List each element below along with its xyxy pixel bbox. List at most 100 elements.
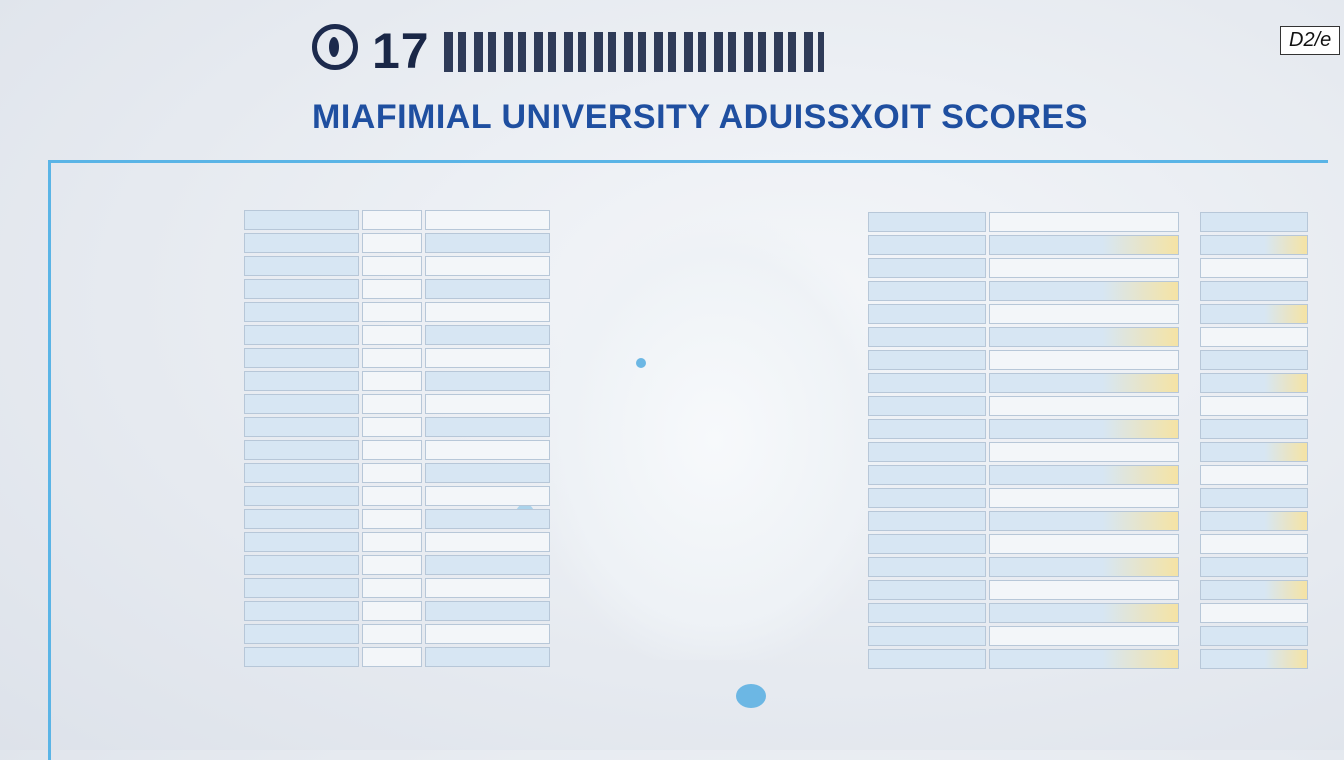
table-cell: [244, 256, 359, 276]
table-cell: [989, 304, 1179, 324]
map-background: [540, 220, 890, 660]
table-cell: [244, 348, 359, 368]
table-cell: [1200, 465, 1308, 485]
table-cell: [362, 279, 422, 299]
title-glyphs: [443, 32, 824, 72]
table-cell: [425, 210, 550, 230]
table-cell: [425, 233, 550, 253]
table-cell: [989, 488, 1179, 508]
table-cell: [244, 302, 359, 322]
score-table-right: [868, 212, 1180, 669]
table-cell: [868, 327, 986, 347]
table-cell: [1200, 258, 1308, 278]
page-subtitle: MIAFIMIAL UNIVERSITY ADUISSXOIT SCORES: [312, 98, 1088, 136]
table-cell: [1200, 396, 1308, 416]
table-cell: [868, 649, 986, 669]
table-cell: [989, 235, 1179, 255]
table-cell: [1200, 603, 1308, 623]
table-cell: [244, 532, 359, 552]
table-cell: [425, 624, 550, 644]
table-cell: [868, 235, 986, 255]
map-marker: [736, 684, 766, 708]
table-cell: [244, 463, 359, 483]
table-cell: [868, 350, 986, 370]
table-cell: [868, 511, 986, 531]
table-cell: [362, 532, 422, 552]
table-cell: [868, 304, 986, 324]
table-cell: [989, 212, 1179, 232]
table-cell: [244, 647, 359, 667]
table-cell: [1200, 281, 1308, 301]
table-cell: [989, 350, 1179, 370]
table-cell: [868, 626, 986, 646]
table-cell: [989, 580, 1179, 600]
table-cell: [1200, 350, 1308, 370]
table-cell: [1200, 557, 1308, 577]
table-cell: [362, 601, 422, 621]
table-cell: [989, 373, 1179, 393]
table-cell: [425, 647, 550, 667]
table-cell: [244, 601, 359, 621]
table-cell: [362, 348, 422, 368]
table-cell: [868, 373, 986, 393]
table-cell: [362, 624, 422, 644]
table-cell: [989, 396, 1179, 416]
table-cell: [362, 302, 422, 322]
table-cell: [425, 601, 550, 621]
table-cell: [425, 555, 550, 575]
table-cell: [362, 325, 422, 345]
table-cell: [244, 394, 359, 414]
table-cell: [1200, 304, 1308, 324]
table-cell: [1200, 327, 1308, 347]
table-cell: [989, 442, 1179, 462]
table-cell: [1200, 488, 1308, 508]
table-cell: [244, 233, 359, 253]
table-cell: [868, 465, 986, 485]
table-cell: [1200, 534, 1308, 554]
table-cell: [868, 557, 986, 577]
table-cell: [362, 417, 422, 437]
table-cell: [244, 417, 359, 437]
table-cell: [989, 281, 1179, 301]
table-cell: [362, 463, 422, 483]
table-cell: [425, 279, 550, 299]
table-cell: [1200, 626, 1308, 646]
table-cell: [425, 578, 550, 598]
table-cell: [425, 302, 550, 322]
table-cell: [868, 212, 986, 232]
table-cell: [989, 534, 1179, 554]
table-cell: [1200, 373, 1308, 393]
table-cell: [362, 578, 422, 598]
table-cell: [425, 371, 550, 391]
table-cell: [425, 509, 550, 529]
table-cell: [868, 396, 986, 416]
table-cell: [989, 465, 1179, 485]
table-cell: [868, 442, 986, 462]
table-cell: [1200, 649, 1308, 669]
table-cell: [989, 649, 1179, 669]
logo-icon: [312, 24, 358, 70]
table-cell: [244, 509, 359, 529]
table-cell: [244, 440, 359, 460]
table-cell: [1200, 511, 1308, 531]
table-cell: [362, 486, 422, 506]
table-cell: [362, 647, 422, 667]
table-cell: [868, 534, 986, 554]
content-frame: [48, 160, 1328, 760]
table-cell: [244, 325, 359, 345]
table-cell: [989, 419, 1179, 439]
table-cell: [989, 511, 1179, 531]
table-cell: [244, 486, 359, 506]
table-cell: [362, 256, 422, 276]
table-cell: [425, 325, 550, 345]
table-cell: [362, 440, 422, 460]
table-cell: [868, 258, 986, 278]
table-cell: [868, 281, 986, 301]
table-cell: [989, 327, 1179, 347]
table-cell: [989, 626, 1179, 646]
table-cell: [1200, 419, 1308, 439]
score-table-far-right: [1200, 212, 1308, 669]
table-cell: [1200, 212, 1308, 232]
table-cell: [362, 509, 422, 529]
table-cell: [1200, 442, 1308, 462]
